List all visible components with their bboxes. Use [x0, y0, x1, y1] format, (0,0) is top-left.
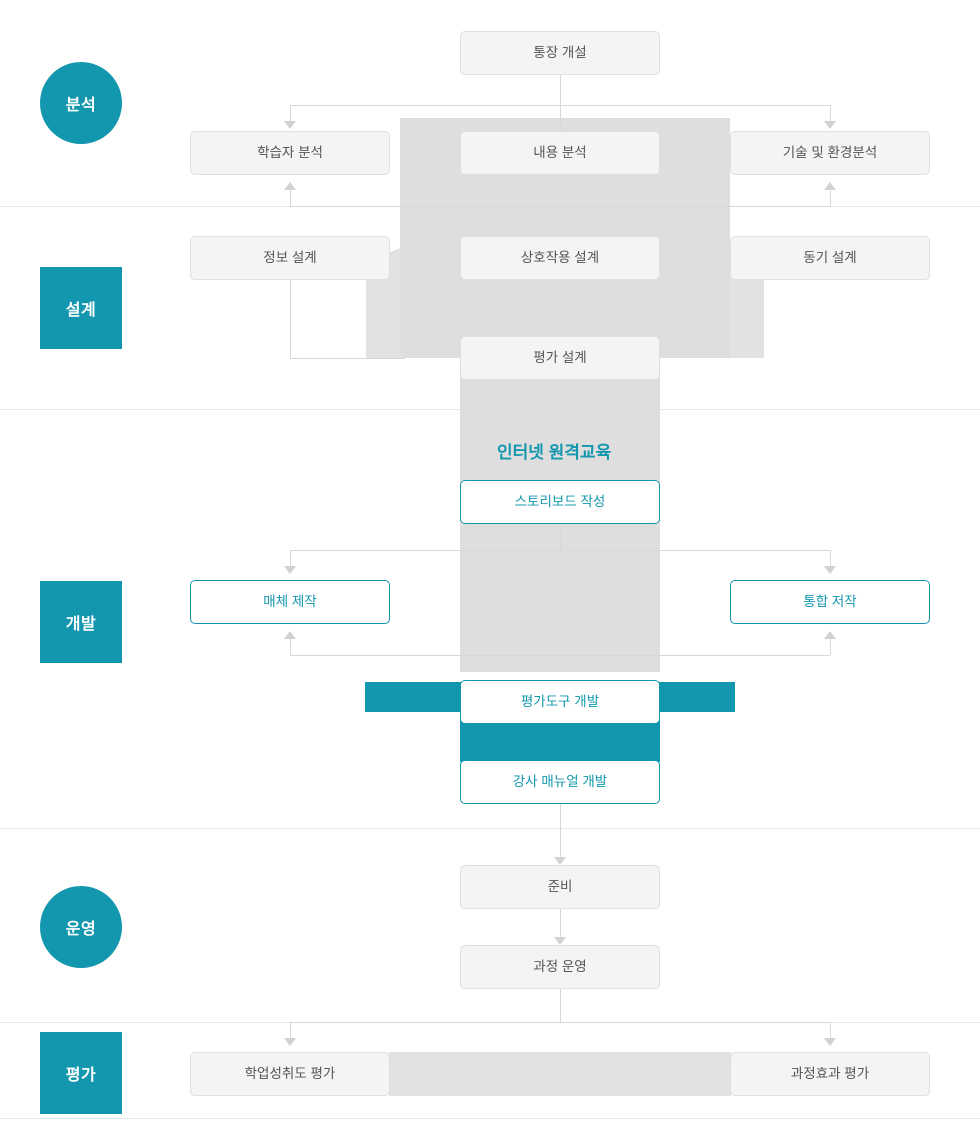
connector-to-integrated — [830, 550, 831, 568]
node-motivation-design-label: 동기 설계 — [803, 250, 857, 266]
connector-info-design-to-eval — [290, 358, 405, 359]
stage-badge-evaluation-label: 평가 — [65, 1067, 97, 1084]
connector-to-achievement — [290, 1022, 291, 1040]
arrow-down-media — [284, 566, 296, 574]
node-media-production[interactable]: 매체 제작 — [190, 580, 390, 624]
evaluation-row-band — [389, 1052, 731, 1096]
node-achievement-evaluation[interactable]: 학업성취도 평가 — [190, 1052, 390, 1096]
node-integrated-authoring-label: 통합 저작 — [803, 594, 857, 610]
node-course-effect-evaluation[interactable]: 과정효과 평가 — [730, 1052, 930, 1096]
connector-manual-to-prep — [560, 804, 561, 857]
connector-info-design-down — [290, 280, 291, 358]
node-motivation-design[interactable]: 동기 설계 — [730, 236, 930, 280]
stage-badge-development[interactable]: 개발 — [40, 581, 122, 663]
connector-to-content — [560, 105, 561, 131]
funnel-lower-left-arrow-shape — [400, 344, 460, 358]
connector-to-tech — [830, 105, 831, 123]
connector-to-course-effect — [830, 1022, 831, 1040]
stage-badge-analysis-label: 분석 — [65, 97, 97, 114]
arrow-up-learner — [284, 182, 296, 190]
connector-storyboard-down — [560, 524, 561, 550]
stage-badge-analysis[interactable]: 분석 — [40, 62, 122, 144]
connector-feedback-media — [290, 639, 291, 655]
arrow-up-integrated — [824, 631, 836, 639]
funnel-arrow-tip-shape — [620, 660, 660, 672]
node-instructor-manual-development-label: 강사 매뉴얼 개발 — [512, 774, 608, 790]
node-course-operation[interactable]: 과정 운영 — [460, 945, 660, 989]
connector-feedback-tech — [830, 190, 831, 206]
node-course-effect-evaluation-label: 과정효과 평가 — [790, 1066, 870, 1082]
connector-course-down — [560, 989, 561, 1022]
connector-design-feedback-bus — [290, 206, 830, 207]
node-account-open[interactable]: 통장 개설 — [460, 31, 660, 75]
node-eval-tool-development-label: 평가도구 개발 — [520, 694, 600, 710]
node-interaction-design[interactable]: 상호작용 설계 — [460, 236, 660, 280]
stage-badge-development-label: 개발 — [65, 616, 97, 633]
arrow-down-integrated — [824, 566, 836, 574]
node-course-operation-label: 과정 운영 — [533, 959, 587, 975]
stage-badge-design-label: 설계 — [65, 302, 97, 319]
arrow-down-preparation — [554, 857, 566, 865]
arrow-down-achievement — [284, 1038, 296, 1046]
stage-badge-operation-label: 운영 — [65, 921, 97, 938]
node-tech-env-analysis-label: 기술 및 환경분석 — [782, 145, 878, 161]
connector-evaluation-bus — [290, 1022, 830, 1023]
connector-to-media — [290, 550, 291, 568]
stage-badge-evaluation[interactable]: 평가 — [40, 1032, 122, 1114]
node-tech-env-analysis[interactable]: 기술 및 환경분석 — [730, 131, 930, 175]
arrow-up-tech — [824, 182, 836, 190]
arrow-down-course-effect — [824, 1038, 836, 1046]
node-achievement-evaluation-label: 학업성취도 평가 — [244, 1066, 336, 1082]
node-interaction-design-label: 상호작용 설계 — [520, 250, 600, 266]
node-preparation-label: 준비 — [547, 879, 573, 895]
node-content-analysis-label: 내용 분석 — [533, 145, 587, 161]
node-evaluation-design-label: 평가 설계 — [533, 350, 587, 366]
node-info-design-label: 정보 설계 — [263, 250, 317, 266]
arrow-down-course-operation — [554, 937, 566, 945]
node-storyboard-label: 스토리보드 작성 — [514, 494, 606, 510]
node-info-design[interactable]: 정보 설계 — [190, 236, 390, 280]
arrow-down-learner — [284, 121, 296, 129]
connector-prep-to-course — [560, 909, 561, 937]
node-integrated-authoring[interactable]: 통합 저작 — [730, 580, 930, 624]
connector-account-down — [560, 75, 561, 105]
stage-badge-operation[interactable]: 운영 — [40, 886, 122, 968]
connector-development-bus — [290, 550, 830, 551]
connector-feedback-integrated — [830, 639, 831, 655]
connector-feedback-learner — [290, 190, 291, 206]
stage-divider-development-operation — [0, 828, 980, 829]
stage-badge-design[interactable]: 설계 — [40, 267, 122, 349]
node-media-production-label: 매체 제작 — [263, 594, 317, 610]
node-learner-analysis-label: 학습자 분석 — [257, 145, 323, 161]
node-preparation[interactable]: 준비 — [460, 865, 660, 909]
arrow-up-media — [284, 631, 296, 639]
connector-to-learner — [290, 105, 291, 123]
node-evaluation-design[interactable]: 평가 설계 — [460, 336, 660, 380]
node-instructor-manual-development[interactable]: 강사 매뉴얼 개발 — [460, 760, 660, 804]
node-learner-analysis[interactable]: 학습자 분석 — [190, 131, 390, 175]
connector-development-feedback-bus — [290, 655, 830, 656]
arrow-down-tech — [824, 121, 836, 129]
node-content-analysis[interactable]: 내용 분석 — [460, 131, 660, 175]
stage-divider-bottom — [0, 1118, 980, 1119]
node-eval-tool-development[interactable]: 평가도구 개발 — [460, 680, 660, 724]
node-storyboard[interactable]: 스토리보드 작성 — [460, 480, 660, 524]
node-account-open-label: 통장 개설 — [533, 45, 587, 61]
section-title-internet-distance-education: 인터넷 원격교육 — [497, 443, 612, 462]
